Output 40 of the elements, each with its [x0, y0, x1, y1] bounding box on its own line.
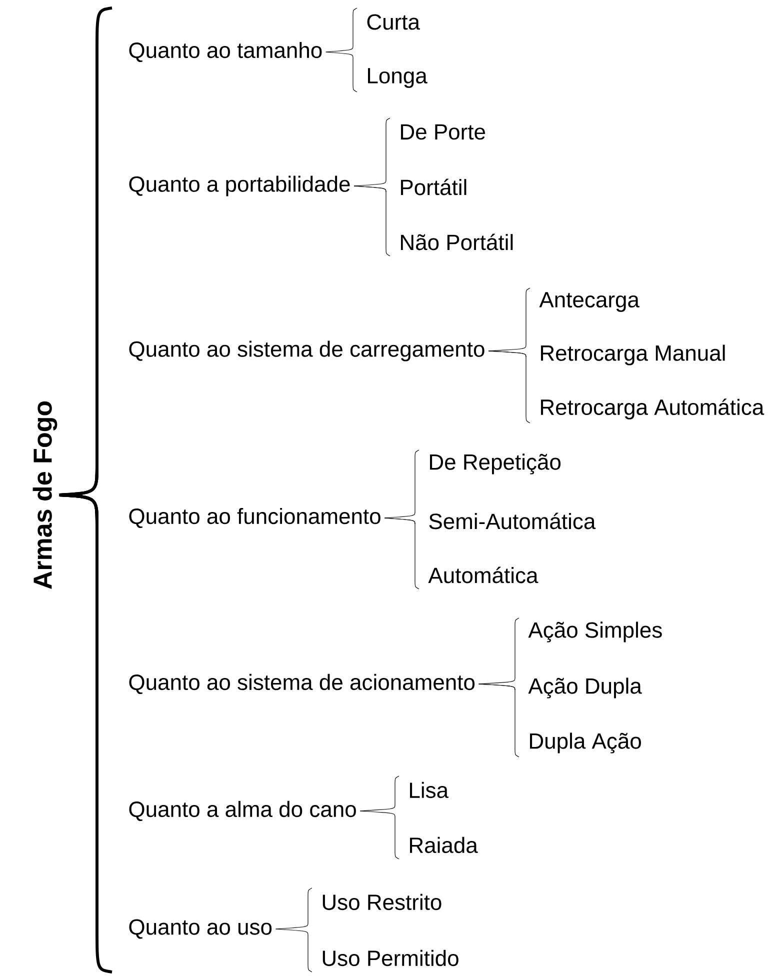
brace: [488, 350, 530, 424]
category-label: Quanto ao sistema de carregamento: [129, 340, 484, 362]
item-label: Lisa: [410, 782, 449, 798]
item-label: Ação Simples: [528, 622, 662, 642]
brace: [326, 8, 358, 52]
item-label: Semi-Automática: [429, 512, 596, 530]
item-label: De Porte: [401, 124, 486, 140]
brace: [275, 928, 312, 972]
brace: [478, 684, 520, 758]
brace: [488, 288, 530, 352]
title-text: Armas de Fogo: [32, 401, 58, 589]
item-label: Retrocarga Automática: [541, 398, 764, 420]
brace: [360, 776, 400, 812]
brace: [360, 810, 400, 860]
category-label: Quanto ao uso: [129, 919, 272, 939]
brace: [326, 52, 358, 92]
brace: [384, 450, 420, 518]
item-label: Raiada: [410, 836, 478, 854]
item-label: Ação Dupla: [528, 678, 642, 698]
item-label: Dupla Ação: [530, 732, 641, 754]
item-label: Uso Restrito: [322, 894, 442, 910]
item-label: Não Portátil: [401, 234, 513, 250]
brace: [384, 518, 420, 590]
item-label: Antecarga: [539, 292, 640, 312]
item-label: Portátil: [401, 178, 466, 196]
category-label: Quanto ao funcionamento: [129, 508, 380, 528]
item-label: Retrocarga Manual: [541, 344, 725, 366]
item-label: Automática: [428, 566, 538, 584]
category-label: Quanto a portabilidade: [129, 176, 350, 196]
category-label: Quanto a alma do cano: [129, 800, 356, 822]
item-label: De Repetição: [430, 454, 561, 474]
category-label: Quanto ao tamanho: [129, 42, 322, 62]
category-label: Quanto ao sistema de acionamento: [129, 674, 475, 694]
brace: [354, 186, 390, 256]
brace: [354, 118, 390, 186]
item-label: Curta: [367, 14, 420, 30]
brace: [478, 618, 520, 684]
item-label: Longa: [368, 68, 428, 88]
brace: [275, 888, 312, 930]
item-label: Uso Permitido: [322, 950, 458, 966]
